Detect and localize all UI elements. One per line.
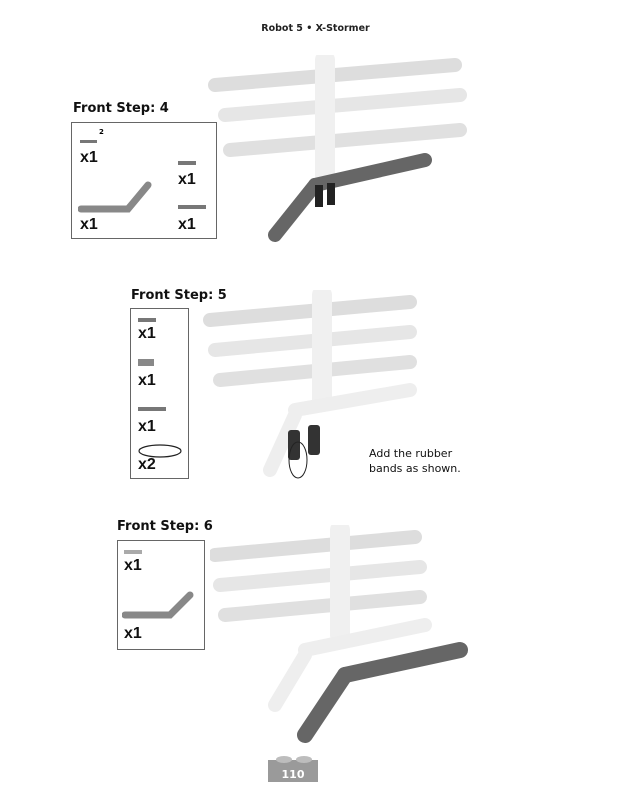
long-pin-icon xyxy=(178,205,206,209)
caption-line: Add the rubber xyxy=(369,447,453,460)
part-qty: x1 xyxy=(124,557,142,574)
bent-beam-icon xyxy=(122,591,194,619)
page-number-brick: 110 xyxy=(268,756,318,782)
pin-icon xyxy=(178,161,196,165)
part-qty: x1 xyxy=(80,216,98,233)
caption-line: bands as shown. xyxy=(369,462,461,475)
part-qty: x1 xyxy=(178,171,196,188)
long-pin-icon xyxy=(138,407,166,411)
step-6-parts-box: x1 x1 xyxy=(117,540,205,650)
part-qty: x1 xyxy=(138,418,156,435)
pin-icon xyxy=(138,318,156,322)
step-4-title: Front Step: 4 xyxy=(73,101,169,116)
part-qty: x1 xyxy=(80,149,98,166)
step-5-title: Front Step: 5 xyxy=(131,288,227,303)
brick-stud xyxy=(296,756,312,763)
rubber-band-icon xyxy=(138,444,182,458)
axle-icon xyxy=(80,140,97,143)
bushing-icon xyxy=(138,359,154,366)
step-5-model-illustration xyxy=(203,290,417,479)
page-header: Robot 5 • X-Stormer xyxy=(261,23,370,34)
step-4-model-illustration xyxy=(208,55,467,242)
step-6-model-illustration xyxy=(210,525,468,743)
step-4-parts-box: 2 x1 x1 x1 x1 xyxy=(71,122,217,239)
part-length-label: 2 xyxy=(99,128,104,136)
bent-beam-icon xyxy=(78,181,152,213)
brick-stud xyxy=(276,756,292,763)
part-qty: x2 xyxy=(138,456,156,473)
step-5-parts-box: x1 x1 x1 x2 xyxy=(130,308,189,479)
part-qty: x1 xyxy=(124,625,142,642)
step-6-title: Front Step: 6 xyxy=(117,519,213,534)
part-qty: x1 xyxy=(138,325,156,342)
page-number: 110 xyxy=(281,768,305,781)
part-qty: x1 xyxy=(178,216,196,233)
axle-icon xyxy=(124,550,142,554)
part-qty: x1 xyxy=(138,372,156,389)
step-5-caption: Add the rubber bands as shown. xyxy=(369,446,461,476)
